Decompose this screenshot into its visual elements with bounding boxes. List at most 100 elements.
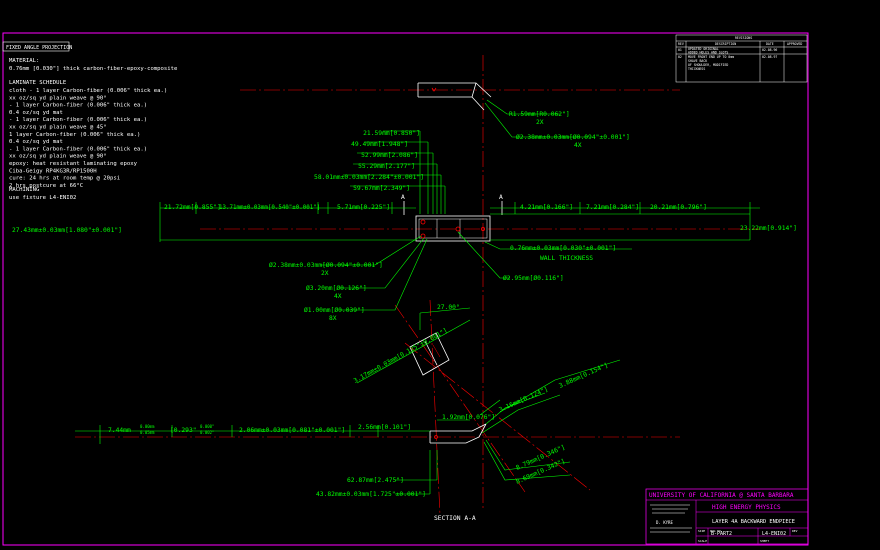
laminate-line: cure: 24 hrs at room temp @ 20psi (9, 176, 120, 182)
rotated-detail (409, 332, 450, 376)
title-rev-label: REV (792, 529, 798, 533)
dim-h744-in-tol-top: 0.000" (200, 424, 214, 429)
rev-row1-date: 02-08-96 (762, 48, 777, 52)
dim-h421: 4.21mm[0.166"] (520, 204, 573, 211)
title-dwg-label: DWG NO (710, 529, 721, 533)
dim-h2172: 21.72mm[0.855"] (164, 204, 221, 211)
dim-h192: 1.92mm[0.076"] (442, 414, 495, 421)
material-title: MATERIAL: (9, 58, 39, 64)
revision-block: REVISIONS REV DESCRIPTION DATE APPROVED … (675, 34, 808, 83)
dim-h2021: 20.21mm[0.796"] (650, 204, 707, 211)
laminate-line: cloth - 1 layer Carbon-fiber (0.006" thi… (9, 88, 167, 94)
laminate-line: epoxy: heat resistant laminating epoxy (9, 161, 138, 167)
dim-h2743: 27.43mm±0.03mm[1.080"±0.001"] (12, 227, 122, 234)
laminate-line: 0.4 oz/sq yd mat (9, 110, 63, 116)
laminate-line: 1 layer Carbon-fiber (0.006" thick ea.) (9, 132, 140, 138)
rev-row2-desc2: SHAVE BACK (688, 59, 707, 63)
dim-d320: Ø3.20mm[Ø0.126"] (306, 284, 367, 292)
dim-v6287: 62.87mm[2.475"] (347, 477, 404, 484)
dim-v5299: 52.99mm[2.086"] (361, 152, 418, 159)
laminate-line: - 1 layer Carbon-fiber (0.006" thick ea.… (9, 146, 147, 152)
dim-h571: 5.71mm[0.225"] (337, 204, 390, 211)
mid-part (403, 201, 503, 242)
dim-h1371: 13.71mm±0.03mm[0.540"±0.001"] (219, 205, 320, 211)
title-drawn-by: D. KYRE (656, 520, 673, 525)
rev-header-desc: DESCRIPTION (715, 42, 736, 46)
dim-ang27: 27.00° (437, 303, 460, 311)
dim-d100: Ø1.00mm[Ø0.039"] (304, 306, 365, 314)
material-desc: 0.76mm [0.030"] thick carbon-fiber-epoxy… (9, 66, 178, 72)
title-part: LAYER 4A BACKWARD ENDPIECE (712, 519, 795, 525)
laminate-line: xx oz/sq yd plain weave @ 90° (9, 95, 107, 101)
laminate-line: xx oz/sq yd plain weave @ 90° (9, 154, 107, 160)
dim-d316: 3.16mm[0.124"] (498, 386, 549, 414)
title-dwg-no: L4-ENI02 (762, 531, 786, 537)
dim-h744-tol-bot: 0.05mm (140, 430, 155, 435)
dim-d317: 3.17mm±0.03mm[0.125"±0.001"] (353, 327, 449, 385)
dim-d388: 3.88mm[0.154"] (558, 362, 609, 390)
dim-d320-count: 4X (334, 293, 342, 300)
dim-d238-mid-count: 2X (321, 270, 329, 277)
dim-v5967: 59.67mm[2.349"] (353, 185, 410, 192)
laminate-line: xx oz/sq yd plain weave @ 45° (9, 125, 107, 131)
rev-row2-date: 02-08-97 (762, 55, 777, 59)
dim-r159-count: 2X (536, 119, 544, 126)
rev-row2-desc3: OF SHOULDER, MODIFIED (688, 63, 728, 67)
dim-d238-top-count: 4X (574, 142, 582, 149)
dim-r159: R1.59mm[R0.062"] (509, 111, 570, 118)
dim-h744-in-tol-bot: 0.002" (200, 430, 214, 435)
laminate-lines: cloth - 1 layer Carbon-fiber (0.006" thi… (9, 88, 167, 189)
centerlines (75, 55, 760, 516)
dim-h256: 2.56mm[0.101"] (358, 424, 411, 431)
dim-d295: Ø2.95mm[Ø0.116"] (503, 274, 564, 282)
rev-header-rev: REV (678, 42, 684, 46)
laminate-title: LAMINATE SCHEDULE (9, 80, 67, 86)
dim-h744-in: [0.293" (170, 427, 197, 434)
dim-v5529: 55.29mm[2.177"] (358, 163, 415, 170)
dim-wall: 0.76mm±0.03mm[0.030"±0.001"] (510, 245, 616, 252)
section-label: SECTION A-A (434, 515, 476, 522)
section-marker-right: A (499, 194, 503, 201)
title-scale: SCALE (698, 539, 707, 543)
laminate-line: - 1 layer Carbon-fiber (0.006" thick ea.… (9, 117, 147, 123)
title-sheet: SHEET (760, 539, 769, 543)
dim-v4949: 49.49mm[1.948"] (351, 141, 408, 148)
dim-h744-tol-top: 0.00mm (140, 424, 155, 429)
title-dept: HIGH ENERGY PHYSICS (712, 504, 781, 511)
dim-v2159: 21.59mm[0.850"] (363, 130, 420, 137)
title-logo-scribble (650, 504, 692, 533)
dim-h721: 7.21mm[0.284"] (586, 204, 639, 211)
rev-row1-desc: UPDATED ORIGINAL (688, 47, 719, 51)
machining-desc: use fixture L4-ENI02 (9, 195, 76, 201)
project-label-box: FIXED ANGLE PROJECTION (2, 41, 72, 52)
dim-d100-count: 8X (329, 315, 337, 322)
rev-row2-rev: 02 (678, 55, 682, 59)
project-label: FIXED ANGLE PROJECTION (6, 45, 72, 51)
dimension-lines (75, 99, 760, 495)
rev-row2-desc4: THICKNESS (688, 67, 705, 71)
notes-block: MATERIAL: 0.76mm [0.030"] thick carbon-f… (9, 58, 178, 201)
rev-row1-desc2: ADDED HOLES AND SLOTS (688, 51, 728, 55)
section-marker-left: A (401, 194, 405, 201)
rev-row1-rev: 01 (678, 48, 682, 52)
laminate-line: - 1 layer Carbon-fiber (0.006" thick ea.… (9, 103, 147, 109)
dim-wall-label: WALL THICKNESS (540, 255, 593, 262)
section-part (429, 423, 487, 444)
title-size-label: SIZE (698, 529, 705, 533)
top-part (417, 82, 492, 111)
title-file: B-PART2 (711, 531, 732, 537)
dim-d238-mid: Ø2.38mm±0.03mm[Ø0.094"±0.001"] (269, 261, 383, 269)
dim-v5801: 58.01mm±0.03mm[2.284"±0.001"] (314, 174, 424, 181)
title-org: UNIVERSITY OF CALIFORNIA @ SANTA BARBARA (649, 492, 794, 499)
dim-v4382: 43.82mm±0.03mm[1.725"±0.001"] (316, 491, 426, 498)
dim-h206: 2.06mm±0.03mm[0.081"±0.001"] (239, 427, 345, 434)
laminate-line: 0.4 oz/sq yd mat (9, 139, 63, 145)
machining-title: MACHINING (9, 187, 40, 193)
laminate-line: 2 hrs postcure at 66°C (9, 183, 83, 189)
rev-header-date: DATE (766, 42, 774, 46)
rev-row2-desc: MOVE FRONT END UP TO 0mm (688, 55, 734, 59)
sheet-border (2, 32, 809, 546)
dim-h2322: 23.22mm[0.914"] (740, 225, 797, 232)
dim-d238-top: Ø2.38mm±0.03mm[Ø0.094"±0.001"] (516, 133, 630, 141)
